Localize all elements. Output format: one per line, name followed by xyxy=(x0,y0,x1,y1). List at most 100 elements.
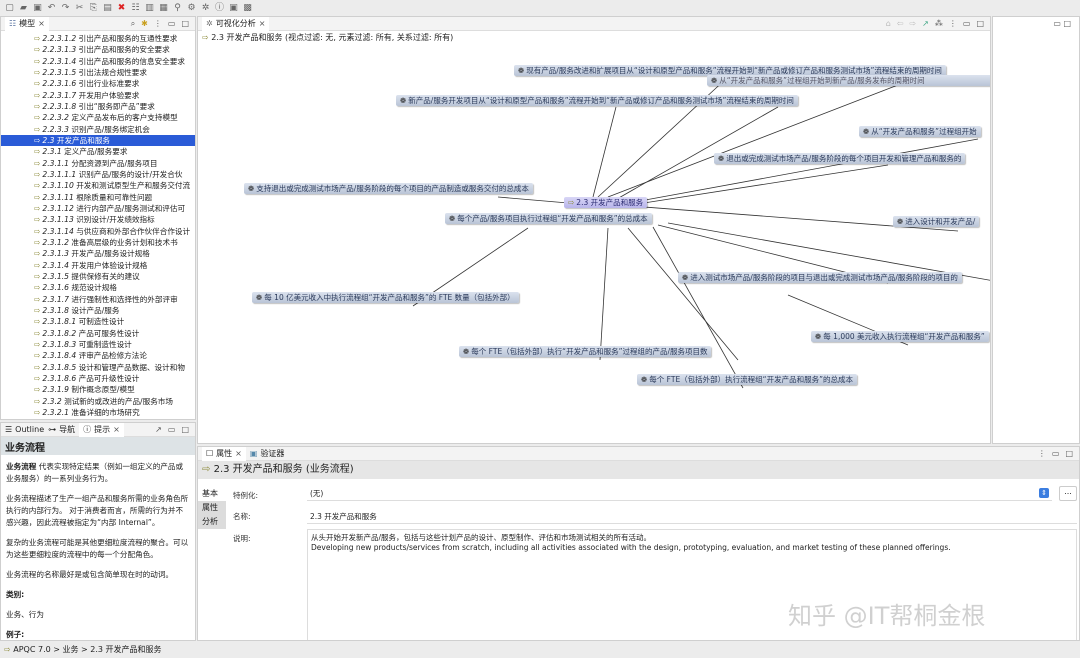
tree-item[interactable]: ⇨2.3.1.14 与供应商和外部合作伙伴合作设计 xyxy=(1,226,195,237)
graph-node[interactable]: ❁现有产品/服务改进和扩展项目从“设计和原型产品和服务”流程开始到“新产品或修订… xyxy=(514,65,946,76)
graph-node[interactable]: ❁每 1,000 美元收入执行流程组“开发产品和服务” xyxy=(811,331,989,342)
tab-outline[interactable]: ☰Outline xyxy=(5,425,45,434)
back-icon[interactable]: ⇦ xyxy=(896,19,904,28)
tree-item[interactable]: ⇨2.3.1.1.1 识别产品/服务的设计/开发合伙 xyxy=(1,169,195,180)
name-input[interactable]: 2.3 开发产品和服务 xyxy=(307,509,1077,524)
tree-item[interactable]: ⇨2.2.3.1.4 引出产品和服务的信息安全要求 xyxy=(1,56,195,67)
tree-item[interactable]: ⇨2.2.3.1.5 引出法规合规性要求 xyxy=(1,67,195,78)
graph-node[interactable]: ❁从“开发产品和服务”过程组开始 xyxy=(859,126,981,137)
close-icon[interactable]: × xyxy=(258,19,266,28)
tab-navigator[interactable]: ⊶导航 xyxy=(48,425,76,434)
settings-icon[interactable]: ⚙ xyxy=(187,2,196,13)
close-icon[interactable]: × xyxy=(113,425,120,434)
panel-icon[interactable]: ▥ xyxy=(145,2,154,13)
copy-icon[interactable]: ⎘ xyxy=(89,2,98,13)
minimize-icon[interactable]: ▭ xyxy=(962,19,971,28)
tree-item[interactable]: ⇨2.3.1 定义产品/服务要求 xyxy=(1,146,195,157)
validator-icon[interactable]: ▣ xyxy=(229,2,238,13)
tree-item[interactable]: ⇨2.3.1.1 分配资源到产品/服务项目 xyxy=(1,158,195,169)
tree-item[interactable]: ⇨2.3.2.1 准备详细的市场研究 xyxy=(1,407,195,418)
tree-item[interactable]: ⇨2.3.2.2 进行客户测试和访谈 xyxy=(1,418,195,419)
close-icon[interactable]: × xyxy=(235,449,242,458)
view-menu-icon[interactable]: ⋮ xyxy=(153,18,162,28)
tree-item[interactable]: ⇨2.3.1.6 规范设计规格 xyxy=(1,282,195,293)
tab-model[interactable]: ☷模型× xyxy=(5,16,49,31)
minimize-icon[interactable]: ▭ xyxy=(1051,449,1060,458)
tree-item[interactable]: ⇨2.3.1.9 制作概念原型/模型 xyxy=(1,384,195,395)
tree-item[interactable]: ⇨2.3.1.12 进行内部产品/服务测试和评估可 xyxy=(1,203,195,214)
redo-icon[interactable]: ↷ xyxy=(61,2,70,13)
forward-icon[interactable]: ⇨ xyxy=(909,19,917,28)
tree-item[interactable]: ⇨2.3.1.8.3 可重制造性设计 xyxy=(1,339,195,350)
maximize-icon[interactable]: □ xyxy=(181,425,189,434)
tree-item[interactable]: ⇨2.3.1.7 进行强制性和选择性的外部评审 xyxy=(1,294,195,305)
side-tab-basic[interactable]: 基本 xyxy=(198,487,226,501)
close-icon[interactable]: × xyxy=(38,19,45,28)
graph-node[interactable]: ❁进入测试市场产品/服务阶段的项目与退出或完成测试市场产品/服务阶段的项目的 xyxy=(678,272,962,283)
minimize-icon[interactable]: ▭ xyxy=(1053,19,1061,28)
layout-icon[interactable]: ⁂ xyxy=(934,19,943,28)
tree-item[interactable]: ⇨2.3.1.8.1 可制造性设计 xyxy=(1,316,195,327)
visualizer-icon[interactable]: ✲ xyxy=(201,2,210,13)
specialization-select[interactable]: (无)⇕ xyxy=(307,486,1052,501)
filter-icon[interactable]: ✱ xyxy=(141,18,148,28)
graph-node[interactable]: ❁从“开发产品和服务”过程组开始到新产品/服务发布的周期时间 xyxy=(707,75,990,86)
graph-node[interactable]: ❁支持退出或完成测试市场产品/服务阶段的每个项目的产品制造或服务交付的总成本 xyxy=(244,183,533,194)
tree-item[interactable]: ⇨2.3.1.4 开发用户体验设计规格 xyxy=(1,260,195,271)
new-icon[interactable]: ▢ xyxy=(5,2,14,13)
tree-item[interactable]: ⇨2.3.2 测试新的或改进的产品/服务市场 xyxy=(1,396,195,407)
tree-item[interactable]: ⇨2.3.1.8.4 评审产品检修方法论 xyxy=(1,350,195,361)
side-tab-analysis[interactable]: 分析 xyxy=(198,515,226,529)
view-menu-icon[interactable]: ⋮ xyxy=(948,19,957,28)
tree-item[interactable]: ⇨2.2.3.1.2 引出产品和服务的互通性要求 xyxy=(1,33,195,44)
graph-node[interactable]: ❁退出或完成测试市场产品/服务阶段的每个项目开发和管理产品和服务的 xyxy=(714,153,966,164)
graph-node[interactable]: ❁每个产品/服务项目执行过程组“开发产品和服务”的总成本 xyxy=(445,213,652,224)
tree-item[interactable]: ⇨2.2.3.1.3 引出产品和服务的安全要求 xyxy=(1,44,195,55)
tree-item[interactable]: ⇨2.3.1.5 提供保修有关的建议 xyxy=(1,271,195,282)
open-folder-icon[interactable]: ▰ xyxy=(20,2,27,13)
save-icon[interactable]: ▣ xyxy=(33,2,42,13)
tree-item[interactable]: ⇨2.3.1.8 设计产品/服务 xyxy=(1,305,195,316)
tree-item[interactable]: ⇨2.2.3.1.7 开发用户体验要求 xyxy=(1,90,195,101)
tree-item[interactable]: ⇨2.2.3.3 识别产品/服务绑定机会 xyxy=(1,124,195,135)
home-icon[interactable]: ⌂ xyxy=(885,19,891,28)
search-icon[interactable]: ⌕ xyxy=(130,18,136,28)
tab-properties[interactable]: ☐属性× xyxy=(202,447,246,461)
graph-canvas[interactable]: ❁现有产品/服务改进和扩展项目从“设计和原型产品和服务”流程开始到“新产品或修订… xyxy=(198,45,990,443)
minimize-icon[interactable]: ▭ xyxy=(167,425,176,434)
tab-validator[interactable]: ▣验证器 xyxy=(249,449,285,458)
cut-icon[interactable]: ✂ xyxy=(75,2,84,13)
layout-icon[interactable]: ▦ xyxy=(159,2,168,13)
graph-node[interactable]: ❁进入设计和开发产品/ xyxy=(893,216,980,227)
minimize-icon[interactable]: ▭ xyxy=(167,18,176,28)
delete-icon[interactable]: ✖ xyxy=(117,2,126,13)
maximize-icon[interactable]: □ xyxy=(181,18,189,28)
tree-item[interactable]: ⇨2.3.1.3 开发产品/服务设计规格 xyxy=(1,248,195,259)
view-menu-icon[interactable]: ⋮ xyxy=(1037,449,1046,458)
graph-node[interactable]: ❁新产品/服务开发项目从“设计和原型产品和服务”流程开始到“新产品或修订产品和服… xyxy=(396,95,798,106)
tree-item[interactable]: ⇨2.3.1.13 识别设计/开发绩效指标 xyxy=(1,214,195,225)
side-tab-attributes[interactable]: 属性 xyxy=(198,501,226,515)
tree-item[interactable]: ⇨2.2.3.2 定义产品发布后的客户支持模型 xyxy=(1,112,195,123)
open-external-icon[interactable]: ↗ xyxy=(155,425,162,434)
tree-item[interactable]: ⇨2.2.3.1.6 引出行业标准要求 xyxy=(1,78,195,89)
tree-icon[interactable]: ☷ xyxy=(131,2,140,13)
tree-item[interactable]: ⇨2.3.1.8.5 设计和管理产品数据、设计和物 xyxy=(1,362,195,373)
grid-icon[interactable]: ▩ xyxy=(243,2,252,13)
tree-item[interactable]: ⇨2.3.1.2 准备高层级的业务计划和技术书 xyxy=(1,237,195,248)
more-button[interactable]: ... xyxy=(1059,486,1077,501)
undo-icon[interactable]: ↶ xyxy=(47,2,56,13)
tree-item[interactable]: ⇨2.3 开发产品和服务 xyxy=(1,134,195,147)
export-icon[interactable]: ↗ xyxy=(922,19,929,28)
graph-node[interactable]: ❁每 10 亿美元收入中执行流程组“开发产品和服务”的 FTE 数量（包括外部） xyxy=(252,292,519,303)
tree-item[interactable]: ⇨2.3.1.10 开发和测试原型生产和服务交付流 xyxy=(1,180,195,191)
tree-item[interactable]: ⇨2.3.1.8.2 产品可服务性设计 xyxy=(1,328,195,339)
tree-item[interactable]: ⇨2.3.1.11 根除质量和可靠性问题 xyxy=(1,192,195,203)
tree-item[interactable]: ⇨2.2.3.1.8 引出“服务即产品”要求 xyxy=(1,101,195,112)
paste-icon[interactable]: ▤ xyxy=(103,2,112,13)
hint-icon[interactable]: ⓘ xyxy=(214,2,224,13)
link-icon[interactable]: ⚲ xyxy=(174,2,181,13)
maximize-icon[interactable]: □ xyxy=(1063,19,1071,28)
graph-node[interactable]: ❁每个 FTE（包括外部）执行流程组“开发产品和服务”的总成本 xyxy=(637,374,857,385)
